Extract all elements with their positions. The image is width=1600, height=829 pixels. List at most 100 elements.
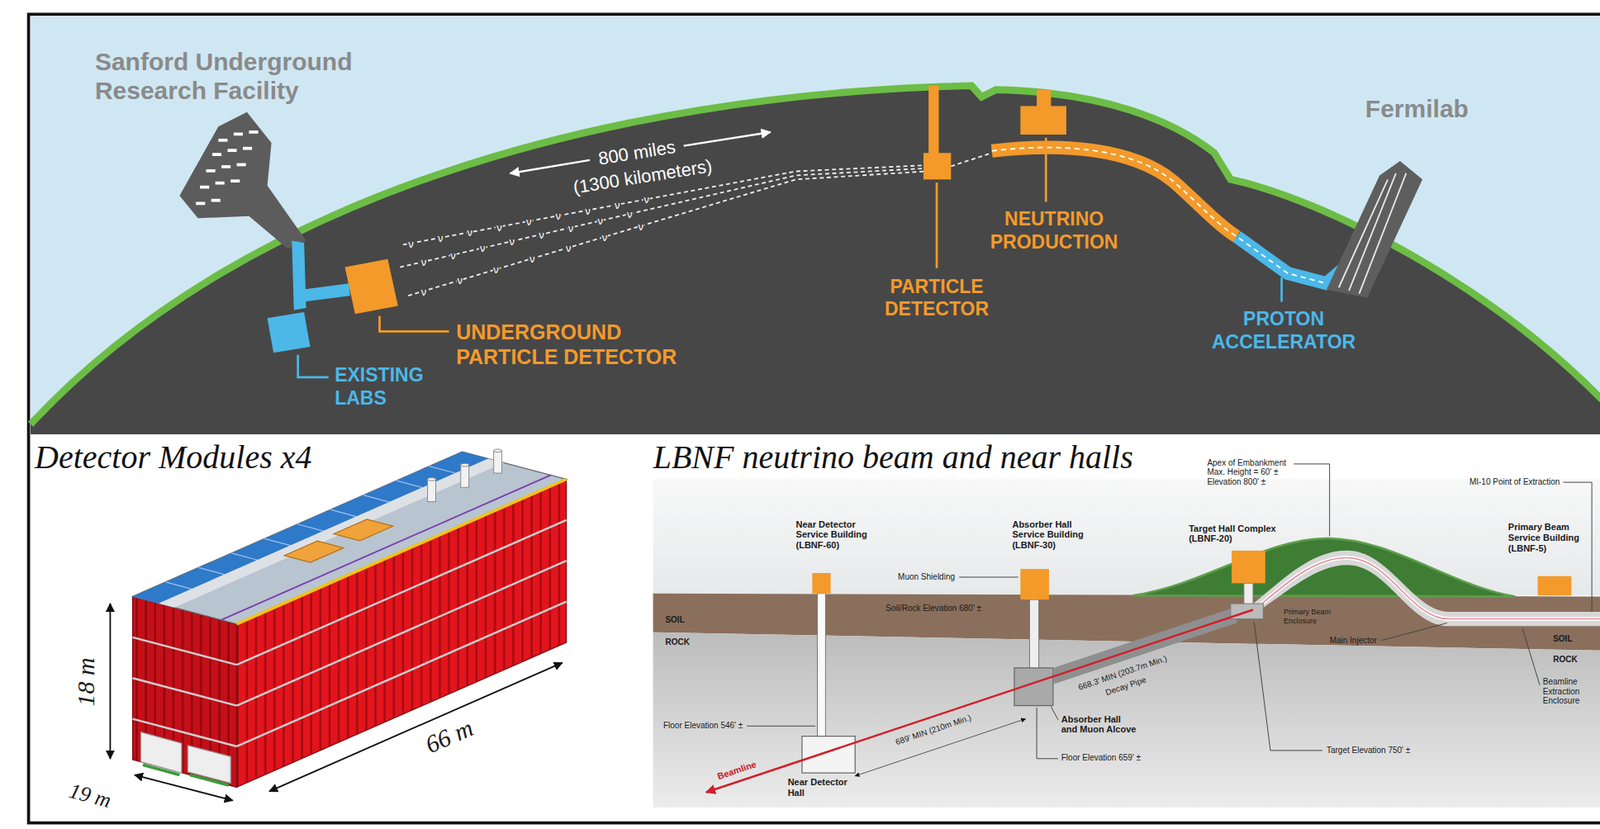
roof-equipment <box>284 541 344 563</box>
cryostat-support <box>142 764 180 775</box>
neutrino-production <box>1020 105 1067 135</box>
building-label: Absorber Hall Service Building (LBNF-30) <box>1011 519 1087 551</box>
dimension-arrow <box>109 603 111 760</box>
callout-label: NEUTRINO PRODUCTION <box>984 208 1124 254</box>
callout-label: PARTICLE DETECTOR <box>879 275 994 322</box>
absorber-complex <box>1020 569 1050 600</box>
roof-panel-seam <box>165 466 456 590</box>
neutrino-symbol: ν <box>479 242 487 254</box>
neutrino-symbol: ν <box>567 222 575 233</box>
roof-tower <box>427 449 503 503</box>
hall-label: Absorber Hall and Muon Alcove <box>1061 714 1139 736</box>
sanford-headframe <box>179 112 306 249</box>
point-label: MI-10 Point of Extraction <box>1469 477 1561 488</box>
sanford-headframe <box>248 130 258 134</box>
earth-surface <box>30 85 1600 425</box>
neutrino-symbol: ν <box>528 253 537 265</box>
far-detector <box>345 259 399 315</box>
leader-line <box>1253 621 1323 751</box>
sanford-headframe <box>233 132 243 137</box>
service-building <box>1538 576 1572 596</box>
existing-labs <box>267 312 311 353</box>
neutrino-symbol: ν <box>555 210 563 222</box>
floor-line <box>132 678 238 706</box>
sanford-headframe <box>237 163 247 167</box>
target-complex <box>1230 550 1266 620</box>
sky <box>30 16 1600 435</box>
near-detector-complex <box>802 573 855 774</box>
distance-arrow <box>510 160 590 174</box>
callout-label: EXISTING LABS <box>334 364 440 410</box>
roof-tower <box>427 478 437 482</box>
beamline-panel <box>649 436 1600 822</box>
fermilab-building <box>1338 173 1407 295</box>
neutrino-symbol: ν <box>492 264 500 276</box>
roof-panel-seam <box>264 538 291 546</box>
neutrino-beam <box>399 152 992 296</box>
neutrino-symbol: ν <box>495 221 504 233</box>
absorber-complex <box>1029 599 1039 670</box>
panel-title: Detector Modules x4 <box>34 438 312 477</box>
roof-edge <box>237 479 567 624</box>
sanford-headframe <box>242 147 252 151</box>
panel-ground <box>30 436 647 822</box>
neutrino-symbol: ν <box>525 216 533 228</box>
sanford-headframe <box>199 185 209 190</box>
module-roof <box>132 451 567 625</box>
sanford-headframe <box>230 179 240 183</box>
neutrino-symbol: ν <box>466 227 475 238</box>
neutrino-symbol: ν <box>449 249 457 261</box>
distance-arrow <box>683 132 771 147</box>
leader-line <box>298 355 329 378</box>
roof-panel-seam <box>297 524 324 532</box>
building-label: Primary Beam Service Building (LBNF-5) <box>1508 522 1583 554</box>
hall-label: Near Detector Hall <box>788 777 852 798</box>
roof-equipment <box>333 519 393 542</box>
existing-labs <box>267 240 351 353</box>
callout-label: PROTON ACCELERATOR <box>1205 308 1363 354</box>
dimension-label: 66 m <box>421 713 478 760</box>
neutrino-symbol: ν <box>637 220 646 232</box>
leader-line <box>746 464 1592 760</box>
roof-walkway <box>158 458 504 608</box>
earth-cross-section <box>30 85 1600 435</box>
elevation-note: Floor Elevation 659' ± <box>1061 753 1141 764</box>
leader-line <box>298 137 1282 378</box>
target-complex <box>1231 550 1266 584</box>
near-detector-complex <box>817 593 827 739</box>
existing-labs <box>302 283 351 302</box>
neutrino-symbol: ν <box>613 199 622 211</box>
neutrino-symbol: ν <box>596 215 604 227</box>
roof-panel-seam <box>165 582 192 589</box>
dimension-arrow <box>109 603 562 801</box>
cryostat-support <box>140 732 231 786</box>
neutrino-symbol: ν <box>455 275 464 286</box>
roof-tower <box>493 451 503 474</box>
beamline-label: Beamline <box>716 759 758 783</box>
sanford-headframe <box>218 138 228 143</box>
leader-line <box>746 726 816 727</box>
sanford-headframe <box>221 165 231 169</box>
neutrino-symbol: ν <box>601 231 609 243</box>
neutrino-symbol: ν <box>583 204 592 216</box>
sanford-headframe <box>179 112 306 249</box>
part-label: Primary Beam Enclosure <box>1283 607 1336 626</box>
sanford-headframe <box>215 181 225 186</box>
near-detector-complex <box>811 573 831 594</box>
figure-panel: LBNF neutrino beam and near halls <box>649 435 1600 823</box>
module-end-face <box>132 596 238 788</box>
neutrino-symbol: ν <box>626 208 634 220</box>
roof-tower <box>427 479 437 502</box>
leader-line <box>1293 464 1330 537</box>
absorber-complex <box>1014 569 1054 706</box>
panel-title: LBNF neutrino beam and near halls <box>653 438 1134 477</box>
elevation-note: Target Elevation 750' ± <box>1326 745 1411 756</box>
detector-module-panel <box>30 436 647 822</box>
roof-panel-seam <box>198 567 225 575</box>
near-detector <box>928 85 939 156</box>
roof-tower <box>460 463 470 467</box>
roof-panel-seam <box>429 466 456 474</box>
neutrino-beam <box>950 152 992 167</box>
neutrino-symbol: ν <box>508 236 517 247</box>
